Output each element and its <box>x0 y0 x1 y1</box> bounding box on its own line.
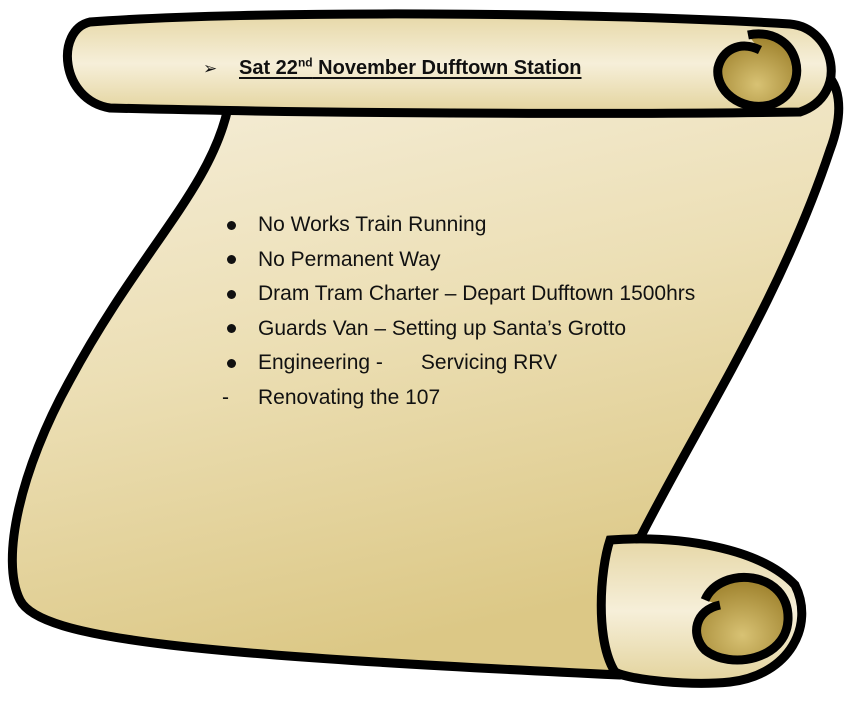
list-item: No Works Train Running <box>222 208 695 243</box>
list-item: Dram Tram Charter – Depart Dufftown 1500… <box>222 277 695 312</box>
list-item: No Permanent Way <box>222 243 695 278</box>
title-prefix: Sat 22 <box>239 57 298 79</box>
bullet-icon <box>222 208 258 243</box>
item-text: Engineering - <box>258 351 383 374</box>
item-text: No Permanent Way <box>258 247 441 271</box>
bullet-icon <box>222 346 258 381</box>
item-text: Guards Van – Setting up Santa’s Grotto <box>258 316 627 340</box>
scroll-header: ➢ Sat 22nd November Dufftown Station <box>203 55 582 80</box>
header-title: Sat 22nd November Dufftown Station <box>239 55 582 79</box>
list-item: Guards Van – Setting up Santa’s Grotto <box>222 312 695 347</box>
top-roll <box>63 9 836 118</box>
bullet-icon <box>222 277 258 312</box>
title-superscript: nd <box>297 55 313 70</box>
top-curl <box>713 29 802 111</box>
bullet-icon <box>222 312 258 347</box>
item-text: Dram Tram Charter – Depart Dufftown 1500… <box>258 282 696 305</box>
list-item: - Renovating the 107 <box>222 381 695 416</box>
dash-marker: - <box>222 385 229 409</box>
bottom-curl <box>692 573 793 665</box>
list-item: Engineering - Servicing RRV <box>222 346 695 381</box>
arrow-bullet-icon: ➢ <box>203 59 218 78</box>
scroll-sheet <box>7 65 844 680</box>
item-text: No Works Train Running <box>258 213 487 236</box>
title-suffix: November Dufftown Station <box>312 57 582 79</box>
item-text-secondary: Servicing RRV <box>420 351 558 374</box>
item-text: Renovating the 107 <box>258 385 441 409</box>
bullet-icon <box>222 243 258 278</box>
schedule-list: No Works Train Running No Permanent Way … <box>222 208 695 415</box>
